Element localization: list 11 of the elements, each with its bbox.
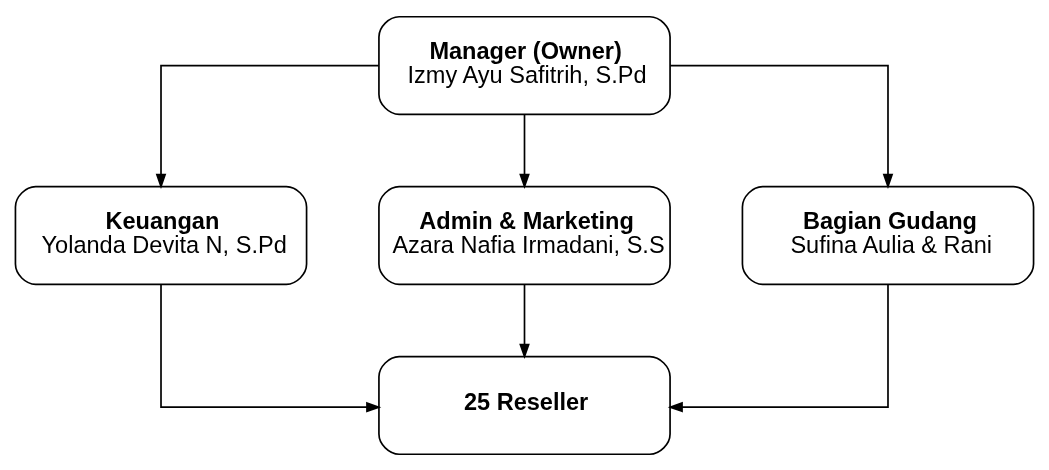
arrow bbox=[519, 283, 530, 359]
arrow bbox=[667, 283, 889, 412]
arrow bbox=[519, 113, 530, 189]
node-box: Keuangan Yolanda Devita N, S.Pd bbox=[14, 185, 308, 285]
arrow bbox=[155, 64, 380, 189]
node-box: 25 Reseller bbox=[378, 355, 671, 455]
arrow bbox=[160, 283, 382, 412]
node-box: Admin & Marketing Azara Nafia Irmadani, S.S bbox=[378, 185, 671, 285]
node-box: Manager (Owner) Izmy Ayu Safitrih, S.Pd bbox=[378, 15, 671, 115]
node-box: Bagian Gudang Sufina Aulia & Rani bbox=[741, 185, 1035, 285]
arrow bbox=[669, 64, 894, 189]
